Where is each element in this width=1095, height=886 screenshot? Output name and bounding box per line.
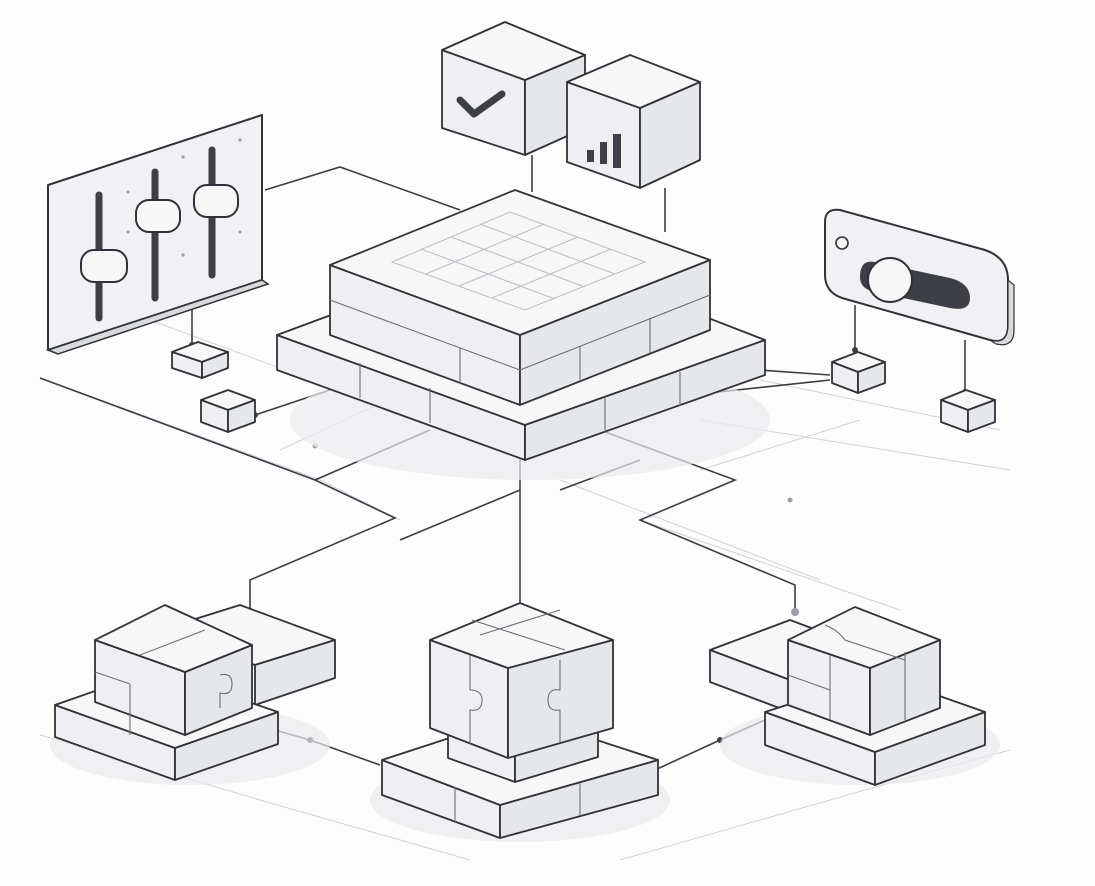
checkmark-block <box>441 21 586 156</box>
sliders-panel <box>45 114 270 433</box>
left-puzzle-module <box>50 604 336 785</box>
grid-icon <box>390 211 647 311</box>
right-puzzle-module <box>709 606 1000 786</box>
bar-chart-icon <box>587 134 621 168</box>
toggle-icon <box>860 257 970 309</box>
checkmark-icon <box>456 90 506 118</box>
sliders-icon <box>80 146 239 322</box>
puzzle-icon <box>94 629 233 735</box>
puzzle-icon <box>469 609 566 744</box>
central-grid-platform <box>276 189 770 480</box>
toggle-switch-panel <box>824 208 1015 433</box>
puzzle-icon <box>787 624 906 720</box>
signal-bars-block <box>566 54 701 189</box>
status-indicator-icon <box>835 236 849 250</box>
center-puzzle-module <box>370 602 670 842</box>
